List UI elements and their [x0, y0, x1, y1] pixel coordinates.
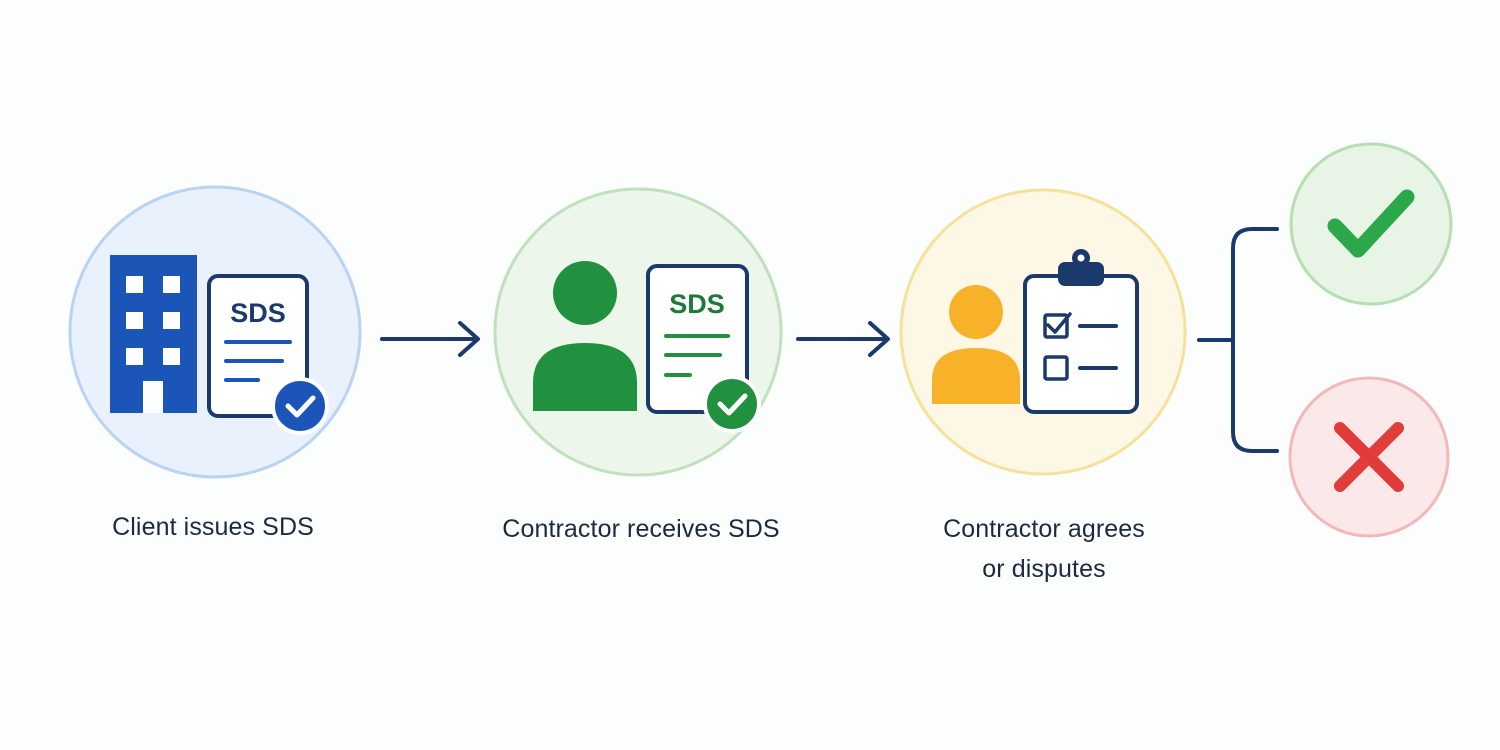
checkbox-empty-icon [1043, 355, 1069, 381]
step-1-client-issues: SDS [68, 185, 362, 479]
agree-circle [1289, 142, 1453, 306]
cross-icon [1334, 422, 1404, 492]
clipboard-checklist-icon [1023, 249, 1139, 414]
step-2-label: Contractor receives SDS [461, 509, 821, 549]
outcome-agree [1289, 142, 1453, 306]
step-2-contractor-receives: SDS [493, 187, 783, 477]
step-3-label-line-1: Contractor agrees [943, 515, 1145, 543]
step-3-label-line-2: or disputes [982, 555, 1106, 583]
step-1-label-text: Client issues SDS [112, 513, 314, 541]
arrow-step2-to-step3 [796, 321, 890, 357]
building-icon [110, 255, 197, 413]
branch-connector [1197, 227, 1279, 453]
person-icon [932, 285, 1020, 404]
check-badge-icon [703, 375, 761, 433]
document-title: SDS [230, 298, 286, 328]
person-icon [533, 261, 637, 411]
step-3-label: Contractor agrees or disputes [864, 509, 1224, 589]
outcome-dispute [1288, 376, 1450, 538]
step-2-label-text: Contractor receives SDS [502, 515, 780, 543]
checkmark-icon [1327, 189, 1415, 258]
sds-document-icon: SDS [646, 264, 749, 414]
step-1-label: Client issues SDS [33, 507, 393, 547]
sds-document-icon: SDS [207, 274, 309, 418]
checkbox-checked-icon [1043, 313, 1069, 339]
check-badge-icon [271, 377, 329, 435]
arrow-step1-to-step2 [380, 321, 480, 357]
step-3-contractor-decides [899, 188, 1187, 476]
document-title: SDS [669, 289, 725, 319]
